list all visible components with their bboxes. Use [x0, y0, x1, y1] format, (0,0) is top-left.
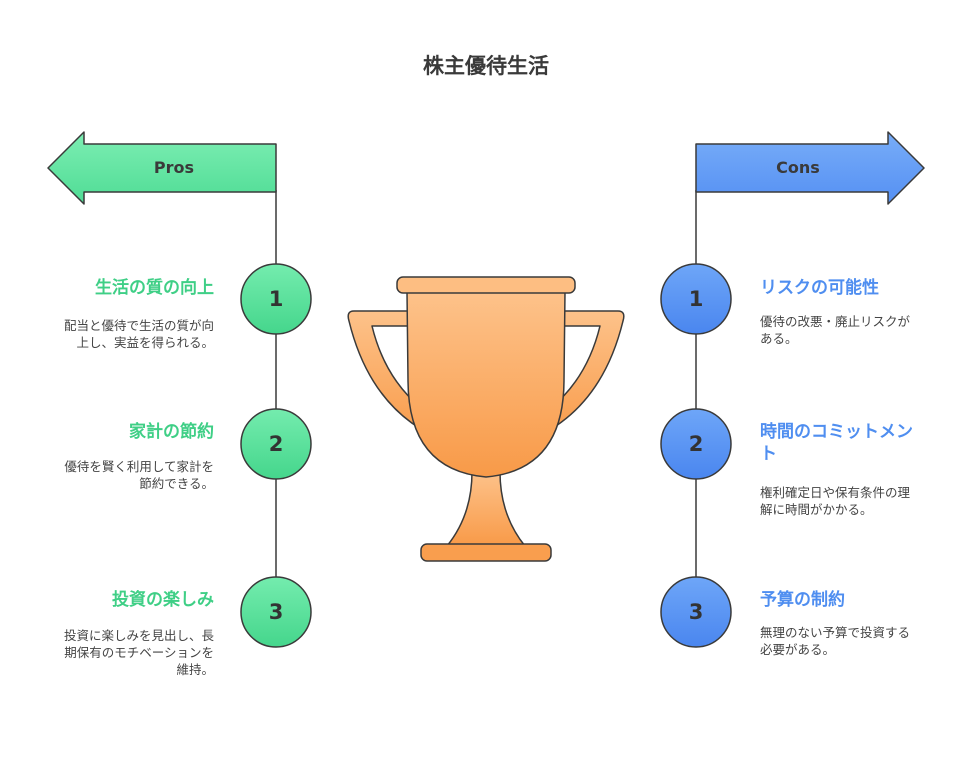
pros-item-desc-3: 投資に楽しみを見出し、長期保有のモチベーションを維持。	[63, 628, 214, 677]
cons-item-title-2: 時間のコミットメント	[760, 422, 913, 464]
pros-circle-3	[240, 576, 312, 648]
page-title: 株主優待生活	[423, 54, 549, 78]
trophy-icon	[347, 276, 625, 562]
pros-label: Pros	[153, 158, 195, 177]
pros-arrow	[47, 131, 277, 205]
cons-circle-3	[660, 576, 732, 648]
cons-item-desc-1: 優待の改悪・廃止リスクがある。	[760, 314, 911, 346]
pros-item-desc-1: 配当と優待で生活の質が向上し、実益を得られる。	[63, 318, 214, 350]
pros-item-title-3: 投資の楽しみ	[112, 590, 214, 610]
pros-item-desc-2: 優待を賢く利用して家計を節約できる。	[64, 459, 214, 491]
cons-number-3: 3	[688, 600, 704, 624]
pros-item-title-1: 生活の質の向上	[95, 278, 214, 298]
pros-circle-2	[240, 408, 312, 480]
pros-item-title-2: 家計の節約	[129, 422, 214, 442]
cons-item-title-3: 予算の制約	[760, 590, 845, 610]
pros-circle-1	[240, 263, 312, 335]
pros-number-2: 2	[268, 432, 284, 456]
cons-item-desc-3: 無理のない予算で投資する必要がある。	[760, 625, 911, 657]
pros-number-1: 1	[268, 287, 284, 311]
cons-circle-1	[660, 263, 732, 335]
cons-label: Cons	[776, 158, 820, 177]
pros-number-3: 3	[268, 600, 284, 624]
cons-item-title-1: リスクの可能性	[760, 278, 879, 298]
cons-number-2: 2	[688, 432, 704, 456]
cons-arrow	[695, 131, 925, 205]
cons-number-1: 1	[688, 287, 704, 311]
cons-item-desc-2: 権利確定日や保有条件の理解に時間がかかる。	[760, 485, 911, 517]
cons-circle-2	[660, 408, 732, 480]
